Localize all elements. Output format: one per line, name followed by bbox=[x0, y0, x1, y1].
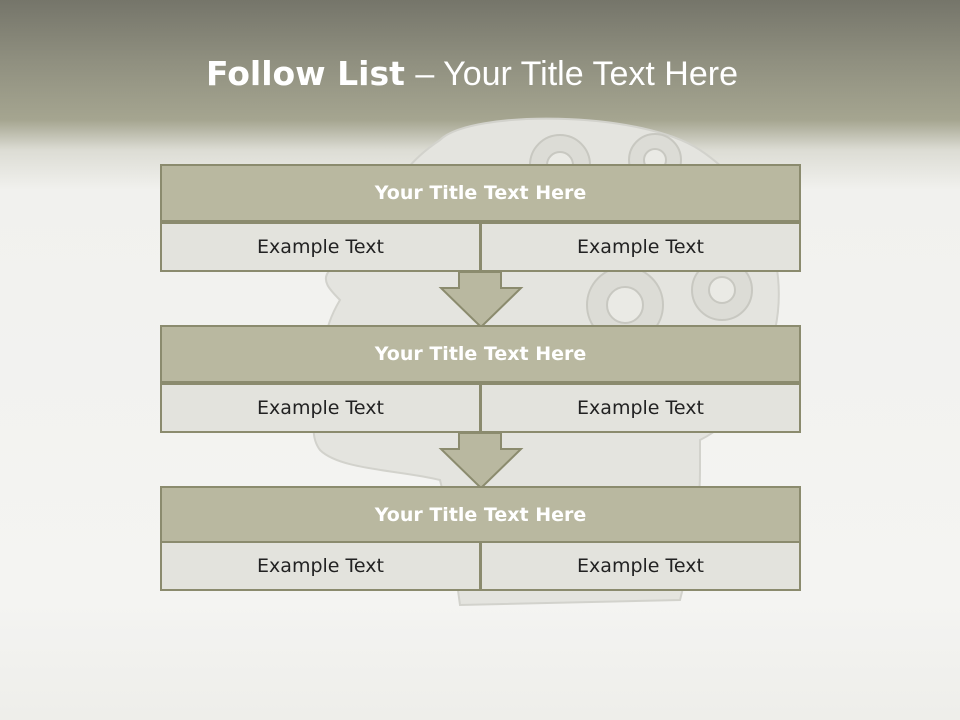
slide-title-rest: – Your Title Text Here bbox=[415, 55, 738, 93]
block-title: Your Title Text Here bbox=[160, 325, 801, 383]
block-cell-right: Example Text bbox=[480, 222, 801, 272]
block-cell-right: Example Text bbox=[480, 541, 801, 591]
block-cell-left: Example Text bbox=[160, 541, 481, 591]
block-cell-right: Example Text bbox=[480, 383, 801, 433]
block-cell-left: Example Text bbox=[160, 383, 481, 433]
block-title: Your Title Text Here bbox=[160, 486, 801, 544]
slide-title-bold: Follow List bbox=[206, 54, 405, 93]
block-cell-left: Example Text bbox=[160, 222, 481, 272]
slide-title: Follow List – Your Title Text Here bbox=[0, 54, 944, 94]
down-arrow-icon bbox=[438, 432, 524, 490]
block-title: Your Title Text Here bbox=[160, 164, 801, 222]
down-arrow-icon bbox=[438, 271, 524, 329]
